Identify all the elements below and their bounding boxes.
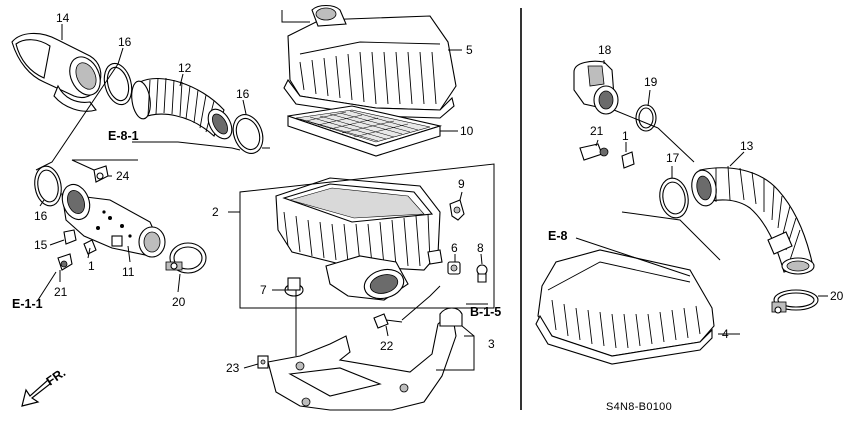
part-air-cleaner-cover — [283, 4, 457, 119]
callout-3: 3 — [488, 337, 495, 351]
callout-17: 17 — [666, 151, 680, 165]
part-hose-clamp-b — [771, 289, 819, 314]
diagram-code: S4N8-B0100 — [606, 401, 672, 413]
part-bolt-22 — [373, 313, 403, 329]
callout-22: 22 — [380, 339, 394, 353]
callout-5: 5 — [466, 43, 473, 57]
part-ring-seal-a — [103, 62, 133, 106]
part-band-19 — [635, 104, 657, 132]
part-intake-duct — [11, 32, 102, 112]
part-air-cleaner-cover-lower — [535, 249, 715, 365]
callout-1-b: 1 — [622, 129, 629, 143]
callout-21-b: 21 — [590, 124, 604, 138]
part-sensor-right — [579, 143, 635, 169]
part-bolt-23 — [257, 355, 269, 369]
part-bolt-8 — [476, 264, 488, 283]
callout-16-a: 16 — [118, 35, 132, 49]
callout-10: 10 — [460, 124, 474, 138]
part-resonator — [573, 60, 619, 115]
callout-14: 14 — [56, 11, 70, 25]
callout-12: 12 — [178, 61, 192, 75]
callout-11: 11 — [122, 265, 135, 279]
part-ring-seal-b — [232, 114, 264, 154]
part-bracket — [267, 307, 463, 411]
callout-8: 8 — [477, 241, 484, 255]
part-ring-seal-17 — [659, 177, 689, 219]
front-arrow-icon — [21, 379, 51, 407]
part-filter-element — [287, 105, 443, 157]
callout-18: 18 — [598, 43, 612, 57]
part-air-cleaner-housing — [275, 177, 443, 301]
callout-20-b: 20 — [830, 289, 844, 303]
callout-1-a: 1 — [88, 259, 95, 273]
callout-numbers: 14 16 12 16 5 10 24 16 2 9 15 1 11 21 20… — [34, 11, 844, 375]
callout-15: 15 — [34, 238, 48, 252]
part-ring-seal-c — [34, 165, 62, 207]
part-sensor-small — [57, 229, 97, 271]
reference-labels: E-8-1 E-1-1 B-1-5 E-8 FR. S4N8-B0100 — [12, 129, 672, 413]
part-latch-clip — [449, 199, 465, 221]
callout-16-b: 16 — [236, 87, 250, 101]
part-mount-rubber — [284, 277, 304, 297]
ref-e-8-1: E-8-1 — [108, 129, 139, 143]
callout-2: 2 — [212, 205, 219, 219]
callout-13: 13 — [740, 139, 754, 153]
ref-e-1-1: E-1-1 — [12, 297, 43, 311]
ref-b-1-5: B-1-5 — [470, 305, 501, 319]
ref-e-8: E-8 — [548, 229, 568, 243]
leader-lines — [35, 10, 828, 371]
callout-24: 24 — [116, 169, 130, 183]
part-clip — [93, 165, 109, 183]
part-corrugated-hose — [131, 77, 233, 140]
callout-23: 23 — [226, 361, 240, 375]
callout-7: 7 — [260, 283, 267, 297]
callout-9: 9 — [458, 177, 465, 191]
part-grommet — [447, 261, 461, 275]
part-hose-clamp-a — [165, 242, 207, 274]
callout-16-c: 16 — [34, 209, 48, 223]
part-intake-body — [61, 183, 166, 258]
part-bent-hose — [691, 165, 815, 275]
callout-20-a: 20 — [172, 295, 186, 309]
callout-21-a: 21 — [54, 285, 68, 299]
callout-4: 4 — [722, 327, 729, 341]
callout-19: 19 — [644, 75, 658, 89]
callout-6: 6 — [451, 241, 458, 255]
